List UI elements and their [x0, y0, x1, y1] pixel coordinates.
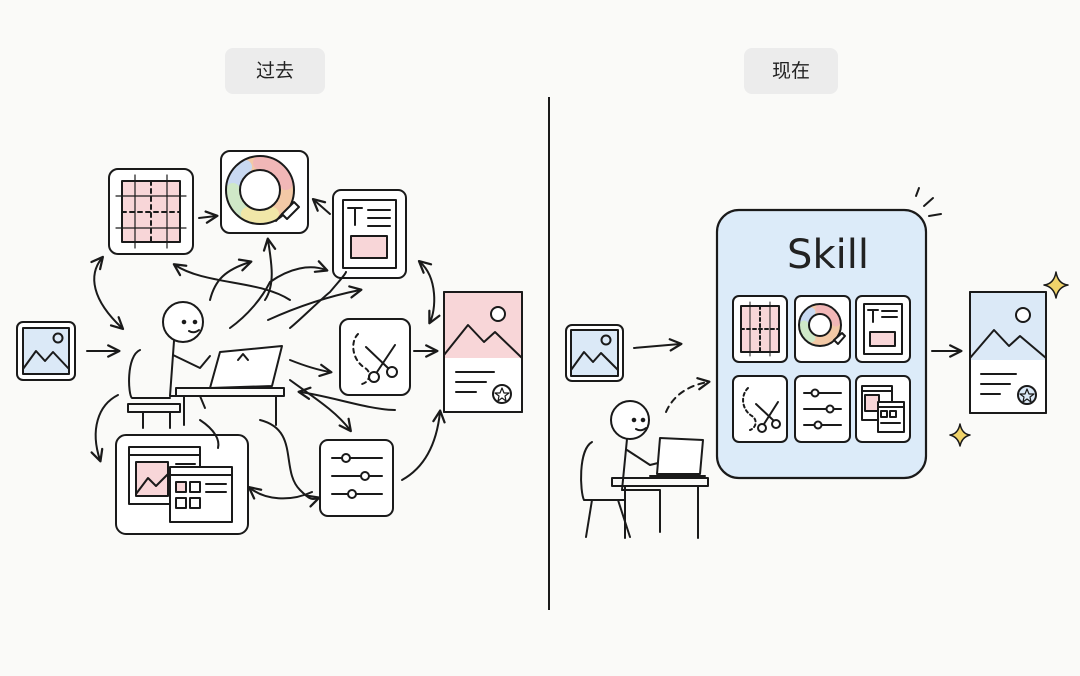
color-wheel-icon [220, 150, 309, 234]
skill-color-wheel-icon [794, 295, 851, 363]
scissors-icon [339, 318, 411, 396]
sparkle-icon [949, 423, 971, 447]
skill-sliders-icon [794, 375, 851, 443]
now-label: 现在 [744, 48, 838, 94]
poster-icon [443, 291, 523, 413]
person-at-desk-past [127, 301, 285, 429]
skill-grid-icon [732, 295, 788, 363]
image-icon [565, 324, 624, 382]
grid-icon [108, 168, 194, 255]
skill-title: Skill [787, 232, 869, 278]
skill-scissors-icon [732, 375, 788, 443]
past-label: 过去 [225, 48, 325, 94]
skill-windows-icon [855, 375, 911, 443]
person-at-desk-now [580, 400, 709, 539]
poster-icon [969, 291, 1047, 414]
text-layout-icon [332, 189, 407, 279]
sparkle-icon [1043, 271, 1069, 299]
image-icon [16, 321, 76, 381]
skill-text-layout-icon [855, 295, 911, 363]
windows-icon [115, 434, 249, 535]
now-panel [565, 187, 1069, 539]
past-panel [16, 150, 523, 535]
sliders-icon [319, 439, 394, 517]
